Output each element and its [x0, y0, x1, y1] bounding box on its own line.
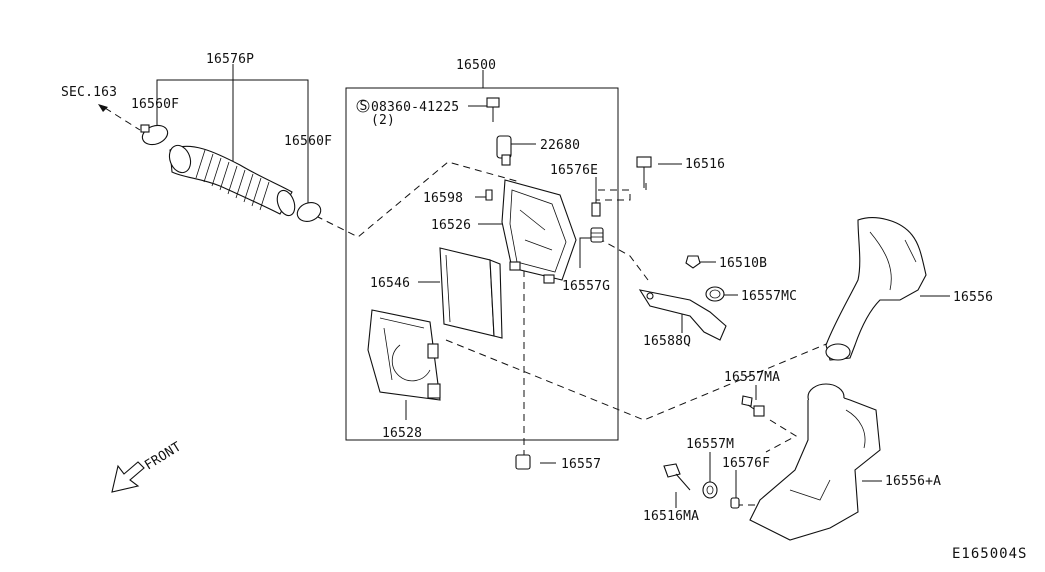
- bolt-16557MA: [741, 395, 765, 417]
- clip-16598: [485, 189, 493, 201]
- label-16526: 16526: [431, 218, 471, 233]
- label-16560F-left: 16560F: [131, 97, 179, 112]
- mass-air-flow-sensor: [496, 135, 512, 166]
- pin-16576F: [730, 497, 740, 509]
- s-symbol-icon: [356, 99, 370, 113]
- part-labels: SEC.163 16576P 16560F 16560F 16500 S 083…: [61, 52, 1027, 562]
- bolt-16516MA: [663, 463, 691, 491]
- leader-lines: [104, 64, 950, 508]
- resonator-16556A: [749, 383, 881, 541]
- label-16516: 16516: [685, 157, 725, 172]
- label-16557MA: 16557MA: [724, 370, 780, 385]
- s-symbol-letter: S: [360, 99, 368, 114]
- bolt-16516: [636, 156, 652, 188]
- resonator-duct-16556: [825, 217, 927, 361]
- label-08360-41225: 08360-41225: [371, 100, 459, 115]
- label-16500: 16500: [456, 58, 496, 73]
- sec-arrow-icon: [98, 104, 108, 112]
- label-16560F-right: 16560F: [284, 134, 332, 149]
- label-front: FRONT: [142, 439, 184, 473]
- label-16557: 16557: [561, 457, 601, 472]
- label-16528: 16528: [382, 426, 422, 441]
- diagram-code: E165004S: [952, 546, 1027, 562]
- hose-clamp-right: [296, 202, 322, 222]
- label-16516MA: 16516MA: [643, 509, 699, 524]
- hose-clamp-left: [140, 124, 169, 146]
- grommet-16557M: [702, 481, 718, 499]
- label-16510B: 16510B: [719, 256, 767, 271]
- air-cleaner-upper-body: [501, 179, 577, 284]
- bracket-16588Q: [638, 289, 727, 341]
- label-bolt-qty: (2): [371, 113, 395, 128]
- label-16588Q: 16588Q: [643, 334, 691, 349]
- grommet-16557: [515, 454, 531, 470]
- label-16576E: 16576E: [550, 163, 598, 178]
- grommet-16557G: [590, 227, 604, 243]
- label-16557M: 16557M: [686, 437, 734, 452]
- bolt-08360: [486, 97, 500, 122]
- air-cleaner-lower-case: [367, 309, 441, 401]
- grommet-16557MC: [705, 286, 725, 302]
- label-16576F: 16576F: [722, 456, 770, 471]
- label-16556: 16556: [953, 290, 993, 305]
- label-22680: 22680: [540, 138, 580, 153]
- air-cleaner-assembly-box: [345, 87, 619, 441]
- label-16557G: 16557G: [562, 279, 610, 294]
- label-16576P: 16576P: [206, 52, 254, 67]
- front-arrow-icon: [111, 461, 145, 493]
- label-sec-163: SEC.163: [61, 85, 117, 100]
- air-duct-hose: [168, 144, 296, 217]
- label-16598: 16598: [423, 191, 463, 206]
- nut-16510B: [685, 255, 701, 269]
- air-filter-element: [439, 247, 503, 339]
- label-16556A: 16556+A: [885, 474, 941, 489]
- grommet-16576E: [591, 202, 601, 217]
- label-16546: 16546: [370, 276, 410, 291]
- label-16557MC: 16557MC: [741, 289, 797, 304]
